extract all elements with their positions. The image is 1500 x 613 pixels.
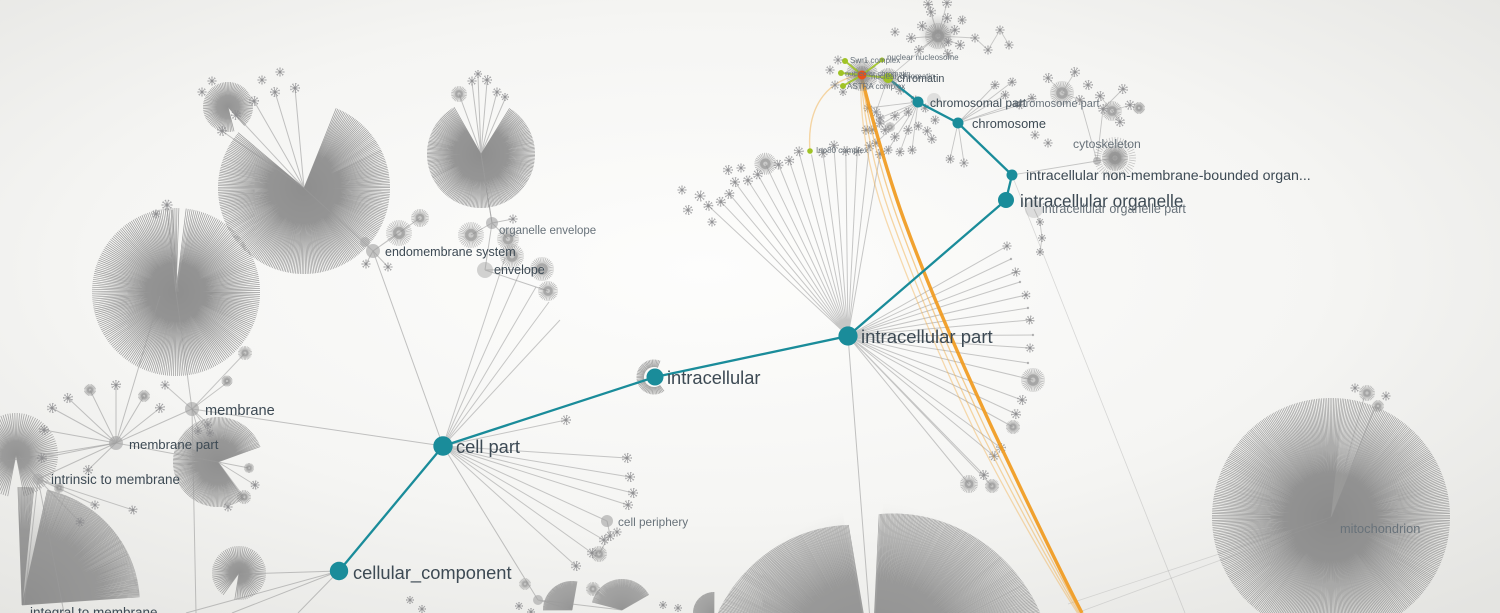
svg-text:endomembrane system: endomembrane system (385, 245, 516, 259)
svg-text:envelope: envelope (494, 263, 545, 277)
svg-text:intracellular organelle part: intracellular organelle part (1042, 202, 1186, 216)
svg-text:nuclear chromatin: nuclear chromatin (871, 72, 935, 81)
svg-text:nuclear nucleosome: nuclear nucleosome (887, 53, 959, 62)
svg-text:cell part: cell part (456, 436, 520, 457)
svg-text:cell periphery: cell periphery (618, 515, 688, 529)
svg-text:organelle envelope: organelle envelope (499, 225, 596, 237)
svg-text:Ino80 complex: Ino80 complex (816, 146, 868, 155)
svg-text:membrane part: membrane part (129, 437, 219, 452)
svg-text:mitochondrion: mitochondrion (1340, 521, 1420, 536)
svg-text:intracellular non-membrane-bou: intracellular non-membrane-bounded organ… (1026, 168, 1311, 184)
svg-text:cellular_component: cellular_component (353, 562, 512, 584)
svg-text:ASTRA complex: ASTRA complex (847, 82, 905, 91)
svg-text:Swr1 complex: Swr1 complex (850, 56, 900, 65)
svg-text:intracellular part: intracellular part (861, 326, 993, 347)
svg-text:intracellular: intracellular (667, 367, 760, 388)
svg-text:chromosome: chromosome (972, 116, 1046, 131)
svg-text:integral to membrane: integral to membrane (30, 605, 158, 613)
svg-text:chromosomal part: chromosomal part (930, 96, 1027, 110)
svg-text:intracellular organelle: intracellular organelle (1020, 191, 1183, 211)
svg-text:nucleolar chromatin: nucleolar chromatin (845, 69, 910, 78)
svg-text:membrane: membrane (205, 403, 275, 419)
svg-text:intrinsic to membrane: intrinsic to membrane (51, 472, 180, 487)
svg-text:chromosome part: chromosome part (1014, 98, 1100, 110)
svg-text:chromatin: chromatin (897, 73, 944, 85)
svg-text:cytoskeleton: cytoskeleton (1073, 137, 1141, 151)
